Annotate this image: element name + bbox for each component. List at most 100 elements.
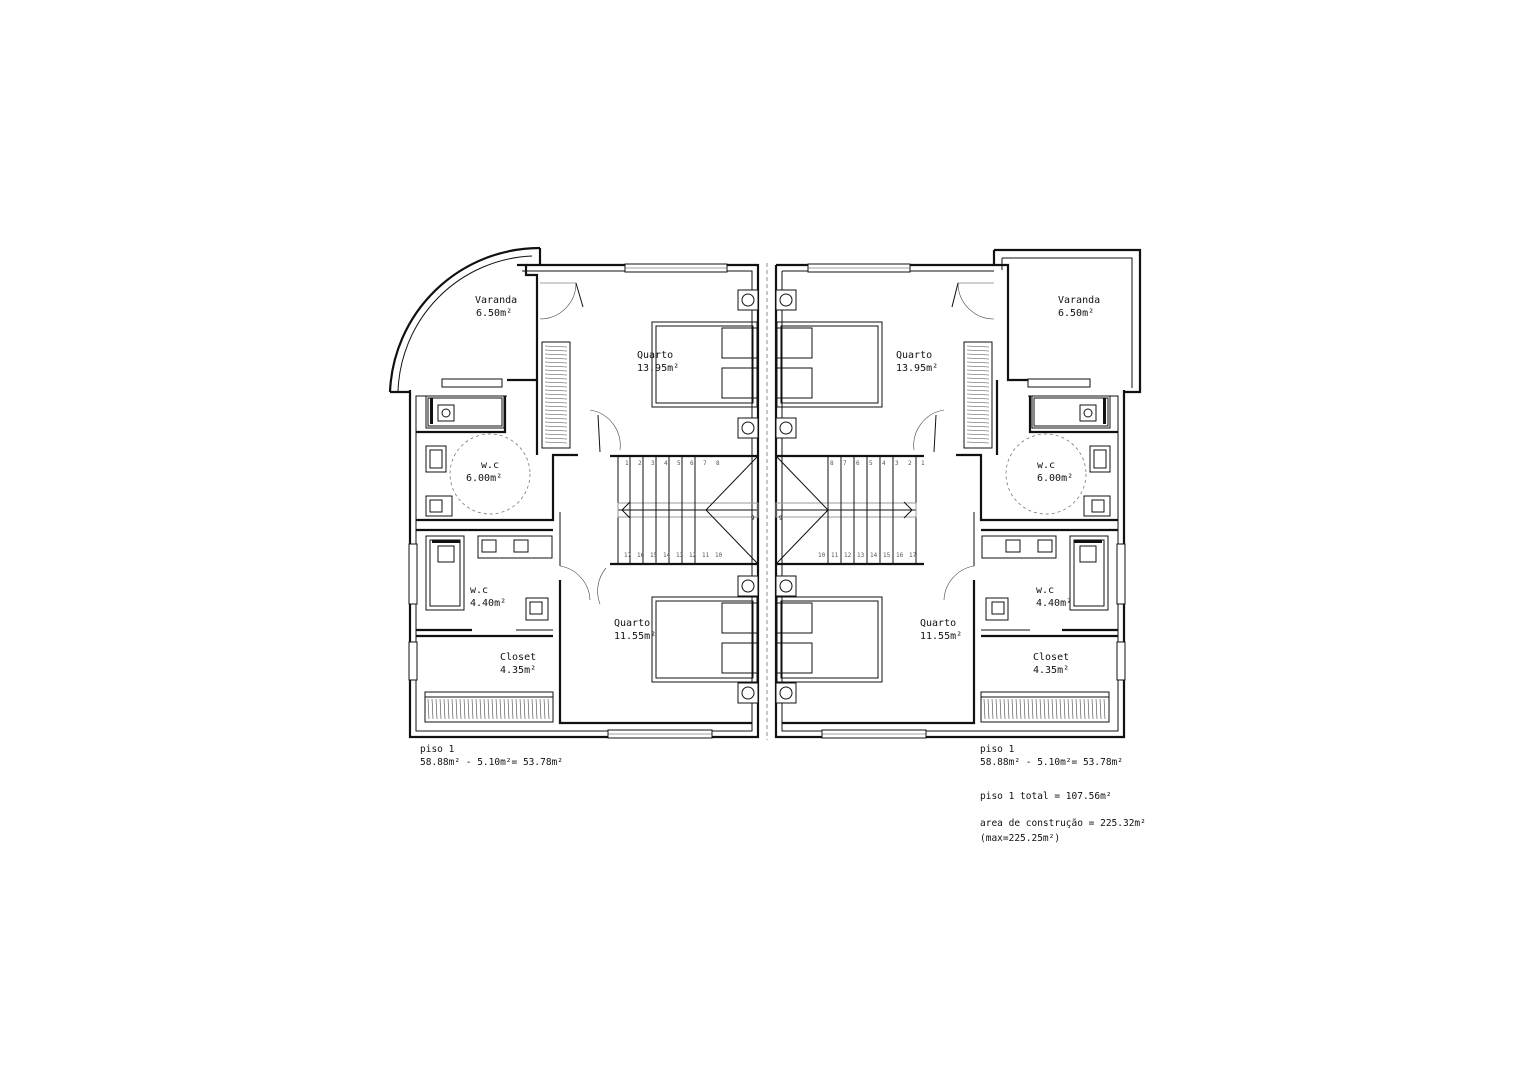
hanger-line xyxy=(531,698,534,720)
hanger-line xyxy=(544,425,568,428)
note-calc-right: 58.88m² - 5.10m²= 53.78m² xyxy=(980,757,1123,768)
stair-step-number: 7 xyxy=(843,460,847,467)
hanger-line xyxy=(983,698,986,720)
stair-step-number: 16 xyxy=(896,552,904,559)
hanger-line xyxy=(1019,698,1022,720)
hanger-line xyxy=(544,429,568,432)
room-area-wc-bottom-left: 4.40m² xyxy=(470,598,506,609)
varanda-balcony-left xyxy=(388,246,542,394)
hanger-line xyxy=(966,433,990,436)
hanger-line xyxy=(431,698,434,720)
hanger-line xyxy=(539,698,542,720)
hanger-line xyxy=(544,349,568,352)
stair-step-number: 3 xyxy=(895,460,899,467)
hanger-line xyxy=(544,357,568,360)
room-name-quarto-top-left: Quarto xyxy=(637,350,673,361)
hanger-line xyxy=(1003,698,1006,720)
hanger-line xyxy=(544,401,568,404)
hanger-line xyxy=(544,437,568,440)
closet-wardrobe-left xyxy=(424,691,554,723)
hanger-line xyxy=(544,421,568,424)
sink-wc-top-left xyxy=(425,445,447,473)
note-floor-right: piso 1 xyxy=(980,744,1015,755)
shower-wc-bottom-right xyxy=(1069,535,1109,611)
hanger-line xyxy=(1047,698,1050,720)
hanger-line xyxy=(966,425,990,428)
hanger-line xyxy=(966,409,990,412)
hanger-line xyxy=(1043,698,1046,720)
stair-landing-left: 9 xyxy=(751,515,755,522)
hanger-line xyxy=(966,417,990,420)
room-area-wc-bottom-right: 4.40m² xyxy=(1036,598,1072,609)
hanger-line xyxy=(966,365,990,368)
hanger-line xyxy=(966,357,990,360)
hanger-line xyxy=(1079,698,1082,720)
hanger-line xyxy=(503,698,506,720)
bed-bottom-left xyxy=(651,575,759,704)
bed-bottom-right xyxy=(775,575,883,704)
bed-top-left xyxy=(651,289,759,439)
toilet-wc-bottom-right xyxy=(985,597,1009,621)
stair-step-number: 7 xyxy=(703,460,707,467)
stair-landing-right: 9 xyxy=(779,515,783,522)
stair-step-number: 14 xyxy=(870,552,878,559)
hanger-line xyxy=(544,361,568,364)
hanger-line xyxy=(455,698,458,720)
hanger-line xyxy=(544,377,568,380)
room-area-quarto-top-right: 13.95m² xyxy=(896,363,938,374)
room-name-quarto-top-right: Quarto xyxy=(896,350,932,361)
room-area-wc-top-left: 6.00m² xyxy=(466,473,502,484)
hanger-line xyxy=(1007,698,1010,720)
stair-step-number: 3 xyxy=(651,460,655,467)
hanger-line xyxy=(459,698,462,720)
stair-step-number: 4 xyxy=(664,460,668,467)
note-floor-left: piso 1 xyxy=(420,744,455,755)
hanger-line xyxy=(966,397,990,400)
hanger-line xyxy=(544,397,568,400)
room-name-closet-left: Closet xyxy=(500,652,536,663)
room-name-wc-bottom-left: w.c xyxy=(470,585,488,596)
bathtub-top-left xyxy=(425,395,505,429)
hanger-line xyxy=(1051,698,1054,720)
hanger-line xyxy=(966,349,990,352)
wardrobe-right xyxy=(963,341,993,449)
stair-step-number: 16 xyxy=(637,552,645,559)
hanger-line xyxy=(544,433,568,436)
hanger-line xyxy=(475,698,478,720)
stair-step-number: 4 xyxy=(882,460,886,467)
hanger-line xyxy=(535,698,538,720)
room-name-varanda-left: Varanda xyxy=(475,295,517,306)
hanger-line xyxy=(544,389,568,392)
hanger-line xyxy=(1087,698,1090,720)
hanger-line xyxy=(966,353,990,356)
hanger-line xyxy=(1075,698,1078,720)
hanger-line xyxy=(543,698,546,720)
room-name-closet-right: Closet xyxy=(1033,652,1069,663)
room-area-quarto-bottom-left: 11.55m² xyxy=(614,631,656,642)
hanger-line xyxy=(544,405,568,408)
hanger-line xyxy=(966,441,990,444)
hanger-line xyxy=(523,698,526,720)
room-area-closet-right: 4.35m² xyxy=(1033,665,1069,676)
hanger-line xyxy=(483,698,486,720)
stair-step-number: 1 xyxy=(921,460,925,467)
note-construction-area: area de construção = 225.32m² xyxy=(980,818,1146,829)
room-name-wc-top-left: w.c xyxy=(481,460,499,471)
hanger-line xyxy=(1035,698,1038,720)
sinks-wc-bottom-left xyxy=(477,535,553,559)
hanger-line xyxy=(511,698,514,720)
hanger-line xyxy=(479,698,482,720)
hanger-line xyxy=(966,413,990,416)
hanger-line xyxy=(1063,698,1066,720)
stair-step-number: 5 xyxy=(869,460,873,467)
room-area-wc-top-right: 6.00m² xyxy=(1037,473,1073,484)
room-name-wc-bottom-right: w.c xyxy=(1036,585,1054,596)
hanger-line xyxy=(966,345,990,348)
toilet-wc-bottom-left xyxy=(525,597,549,621)
stair-step-number: 10 xyxy=(818,552,826,559)
room-area-varanda-left: 6.50m² xyxy=(476,308,512,319)
hanger-line xyxy=(495,698,498,720)
hanger-line xyxy=(1091,698,1094,720)
